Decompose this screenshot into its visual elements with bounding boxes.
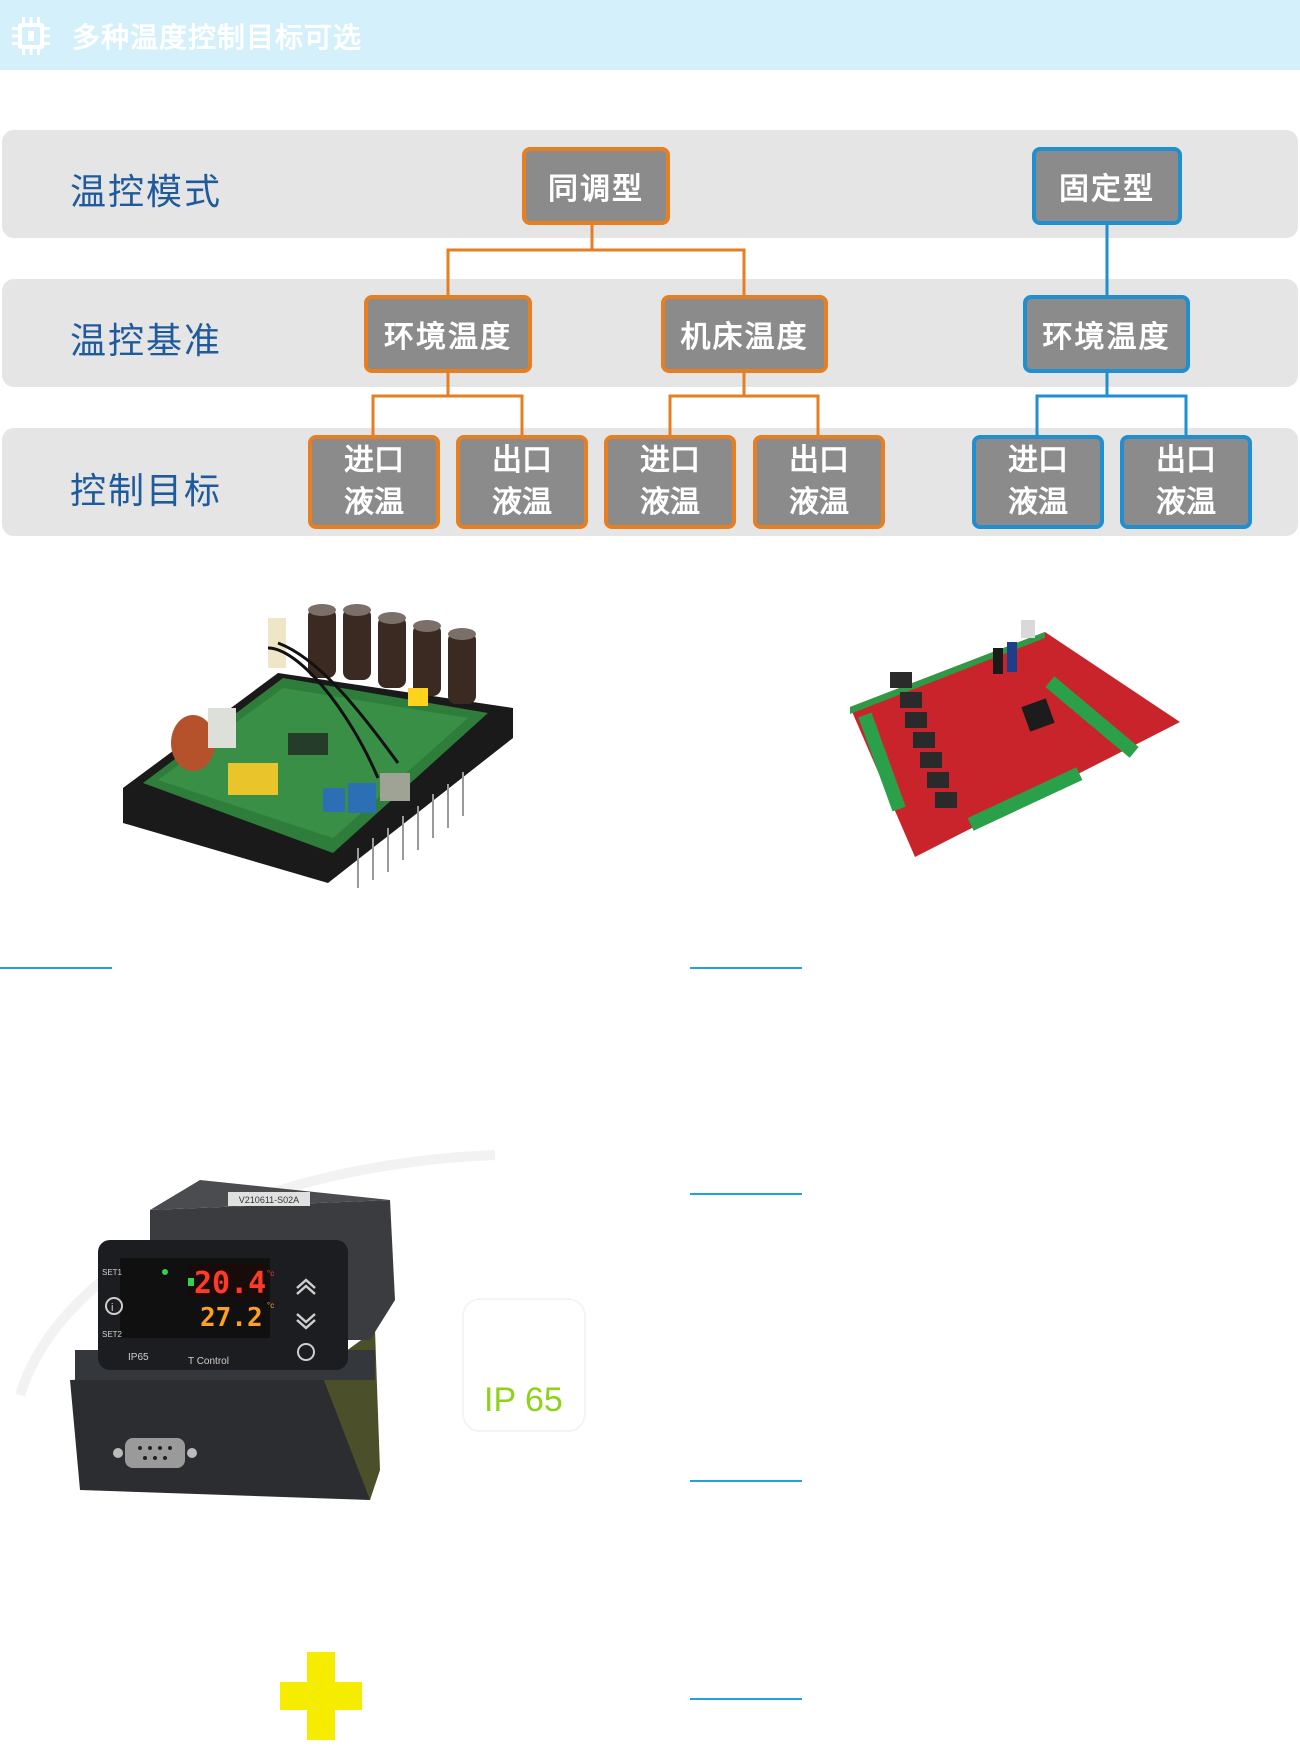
mode-node-fixed: 固定型	[1032, 147, 1182, 225]
target-line2: 液温	[1156, 485, 1216, 520]
svg-text:i: i	[111, 1302, 113, 1314]
row-label-mode: 温控模式	[70, 172, 223, 213]
target-line1: 进口	[1008, 443, 1068, 478]
mode-node-synchronous: 同调型	[522, 147, 670, 225]
divider	[690, 967, 802, 969]
ip65-text: IP 65	[484, 1381, 563, 1419]
target-node-outlet: 出口 液温	[1120, 435, 1252, 529]
divider	[690, 1193, 802, 1195]
connector-lines	[371, 224, 1188, 436]
divider	[690, 1698, 802, 1700]
pcb-controller-image	[850, 620, 1180, 857]
divider	[0, 967, 112, 969]
chip-icon	[12, 17, 50, 55]
target-line2: 液温	[640, 485, 700, 520]
plus-icon	[280, 1652, 362, 1740]
key-set1-label: SET1	[102, 1268, 123, 1277]
page-title: 多种温度控制目标可选	[72, 21, 363, 54]
target-line1: 进口	[640, 443, 700, 478]
basis-node-machine: 机床温度	[661, 295, 828, 373]
target-line2: 液温	[344, 485, 404, 520]
controller-sticker-label: V210611-S02A	[239, 1195, 299, 1205]
basis-node-ambient: 环境温度	[364, 295, 532, 373]
target-line2: 液温	[789, 485, 849, 520]
row-label-target: 控制目标	[70, 471, 223, 512]
target-line1: 出口	[789, 443, 849, 478]
key-set2-label: SET2	[102, 1330, 123, 1339]
target-line1: 出口	[1156, 443, 1216, 478]
target-node-outlet: 出口 液温	[456, 435, 588, 529]
target-node-inlet: 进口 液温	[972, 435, 1104, 529]
target-line2: 液温	[492, 485, 552, 520]
target-line1: 进口	[344, 443, 404, 478]
target-node-outlet: 出口 液温	[753, 435, 885, 529]
model-label: T Control	[188, 1356, 229, 1367]
target-node-inlet: 进口 液温	[308, 435, 440, 529]
row-label-basis: 温控基准	[70, 321, 223, 362]
temperature-controller-image: V210611-S02A 20.4 °c 27.2 °c SET1 SET2 i…	[70, 1180, 395, 1500]
header-bar: 多种温度控制目标可选	[0, 0, 1300, 70]
pcb-inverter-image	[123, 604, 513, 888]
display-secondary: 27.2	[200, 1303, 263, 1333]
divider	[690, 1480, 802, 1482]
target-node-inlet: 进口 液温	[604, 435, 736, 529]
ip-rating-label: IP65	[128, 1352, 149, 1363]
basis-node-ambient-fixed: 环境温度	[1023, 295, 1190, 373]
target-line1: 出口	[492, 443, 552, 478]
target-line2: 液温	[1008, 485, 1068, 520]
display-unit-1: °c	[267, 1269, 274, 1278]
display-unit-2: °c	[267, 1301, 274, 1310]
display-primary: 20.4	[194, 1266, 266, 1301]
ip65-badge	[462, 1298, 586, 1432]
